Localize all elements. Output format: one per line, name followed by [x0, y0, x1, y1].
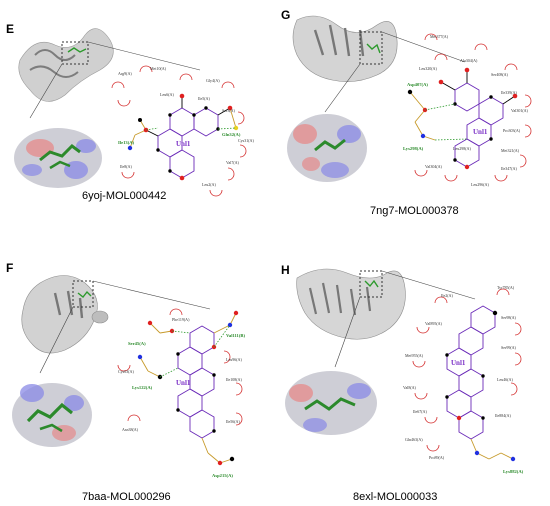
residue-label: Ile339(A) — [501, 90, 517, 95]
zoom-box — [61, 41, 89, 65]
residue-label: Ile5(A) — [198, 96, 210, 101]
residue-label: Ile108(A) — [226, 377, 242, 382]
residue-label: Cys31(A) — [238, 138, 254, 143]
residue-label: Met955(A) — [405, 353, 424, 358]
hydrophobic-contacts — [111, 65, 247, 197]
residue-label: Ile56(A) — [226, 419, 240, 424]
residue-label: Met377(A) — [430, 34, 449, 39]
hbond-residue-label: Ile13(A) — [118, 140, 135, 145]
protein-ribbon — [296, 268, 406, 340]
residue-label: Leu96(A) — [226, 357, 242, 362]
residue-label: Gln463(A) — [405, 437, 423, 442]
residue-label: Val304(A) — [425, 164, 443, 169]
panel-e-figure: Unl1 Arg9(A) Met10(A) Leu6(A) Ile5(A) Se… — [14, 28, 254, 197]
panel-f: Unl1 Phe119(A) Cys63(A) Asn38(A) Ile108(… — [0, 253, 275, 506]
residue-label: Ser99(A) — [501, 345, 517, 350]
ligand-label: Unl1 — [473, 128, 488, 136]
hydrophobic-contacts — [414, 33, 532, 182]
panel-h-figure: Unl1 Ile2(A) Tyr785(A) Val895(A) Ser98(A… — [285, 268, 524, 474]
hbond-residue-label: Val111(B) — [226, 333, 245, 338]
residue-label: Leu2(A) — [202, 182, 216, 187]
hbond-residue-label: Ser45(A) — [128, 341, 146, 346]
ligand-label: Unl1 — [176, 140, 191, 148]
interaction-diagram: Unl1 Phe119(A) Cys63(A) Asn38(A) Ile108(… — [117, 308, 245, 478]
panel-g-figure: Unl1 Met377(A) Leu320(A) Ala304(A) Ser40… — [287, 15, 532, 187]
hbond-residue-label: Asp407(A) — [407, 82, 428, 87]
hbond-residue-label: Lys298(A) — [403, 146, 424, 151]
residue-label: Ile347(A) — [501, 166, 517, 171]
panel-caption: 7ng7-MOL000378 — [370, 205, 459, 217]
residue-label: Phe119(A) — [172, 317, 190, 322]
panel-letter: G — [281, 8, 291, 22]
hydrophobic-contacts — [412, 288, 522, 452]
panel-h: Unl1 Ile2(A) Tyr785(A) Val895(A) Ser98(A… — [275, 253, 550, 506]
pocket-surface — [12, 383, 92, 447]
residue-label: Ile8(A) — [120, 164, 132, 169]
ligand-label: Unl1 — [176, 379, 191, 387]
residue-label: Ile2(A) — [441, 293, 453, 298]
interaction-diagram: Unl1 Arg9(A) Met10(A) Leu6(A) Ile5(A) Se… — [111, 65, 254, 197]
residue-label: Ser3(A) — [222, 108, 236, 113]
ligand-label: Unl1 — [451, 359, 466, 367]
panel-caption: 7baa-MOL000296 — [82, 491, 171, 503]
hbond-residue-label: Lys882(A) — [503, 469, 524, 474]
residue-label: Val7(A) — [226, 160, 240, 165]
residue-label: Met10(A) — [150, 66, 167, 71]
residue-label: Ile67(A) — [413, 409, 427, 414]
pocket-surface — [285, 371, 377, 435]
residue-label: Val301(A) — [511, 108, 529, 113]
residue-label: Leu46(A) — [497, 377, 513, 382]
panel-letter: E — [6, 22, 15, 36]
protein-ribbon — [18, 28, 114, 102]
pocket-surface — [14, 128, 102, 188]
panel-letter: F — [6, 261, 14, 275]
residue-label: Tyr785(A) — [497, 285, 515, 290]
residue-label: Ser408(A) — [491, 72, 509, 77]
residue-label: Pro89(A) — [429, 455, 445, 460]
residue-label: Met321(A) — [501, 148, 520, 153]
zoom-box — [359, 31, 383, 65]
residue-label: Cys63(A) — [118, 369, 134, 374]
residue-label: Leu6(A) — [160, 92, 174, 97]
hbond-residue-label: Gln32(A) — [222, 132, 241, 137]
hbond-residue-label: Asp215(A) — [212, 473, 233, 478]
panel-e: Unl1 Arg9(A) Met10(A) Leu6(A) Ile5(A) Se… — [0, 0, 275, 253]
residue-label: Pro303(A) — [503, 128, 521, 133]
residue-label: Gly4(A) — [206, 78, 220, 83]
residue-label: Ile884(A) — [495, 413, 511, 418]
hydrophobic-contacts — [117, 308, 243, 426]
protein-ribbon — [21, 275, 109, 354]
interaction-diagram: Unl1 Met377(A) Leu320(A) Ala304(A) Ser40… — [403, 33, 532, 187]
zoom-box — [72, 280, 94, 308]
panel-letter: H — [281, 263, 290, 277]
pocket-surface — [287, 114, 367, 182]
residue-label: Val895(A) — [425, 321, 443, 326]
panel-caption: 8exl-MOL000033 — [353, 491, 438, 503]
protein-ribbon — [292, 15, 398, 82]
panel-g: Unl1 Met377(A) Leu320(A) Ala304(A) Ser40… — [275, 0, 550, 253]
panel-f-figure: Unl1 Phe119(A) Cys63(A) Asn38(A) Ile108(… — [12, 275, 245, 478]
residue-label: Val8(A) — [403, 385, 417, 390]
residue-label: Ala304(A) — [460, 58, 478, 63]
residue-label: Asn38(A) — [122, 427, 139, 432]
residue-label: Leu296(A) — [471, 182, 489, 187]
interaction-diagram: Unl1 Ile2(A) Tyr785(A) Val895(A) Ser98(A… — [403, 285, 524, 474]
panel-caption: 6yoj-MOL000442 — [82, 190, 167, 202]
residue-label: Leu298(A) — [453, 146, 471, 151]
residue-label: Leu320(A) — [419, 66, 437, 71]
residue-label: Ser98(A) — [501, 315, 517, 320]
hbond-residue-label: Lys122(A) — [132, 385, 153, 390]
residue-label: Arg9(A) — [118, 71, 132, 76]
